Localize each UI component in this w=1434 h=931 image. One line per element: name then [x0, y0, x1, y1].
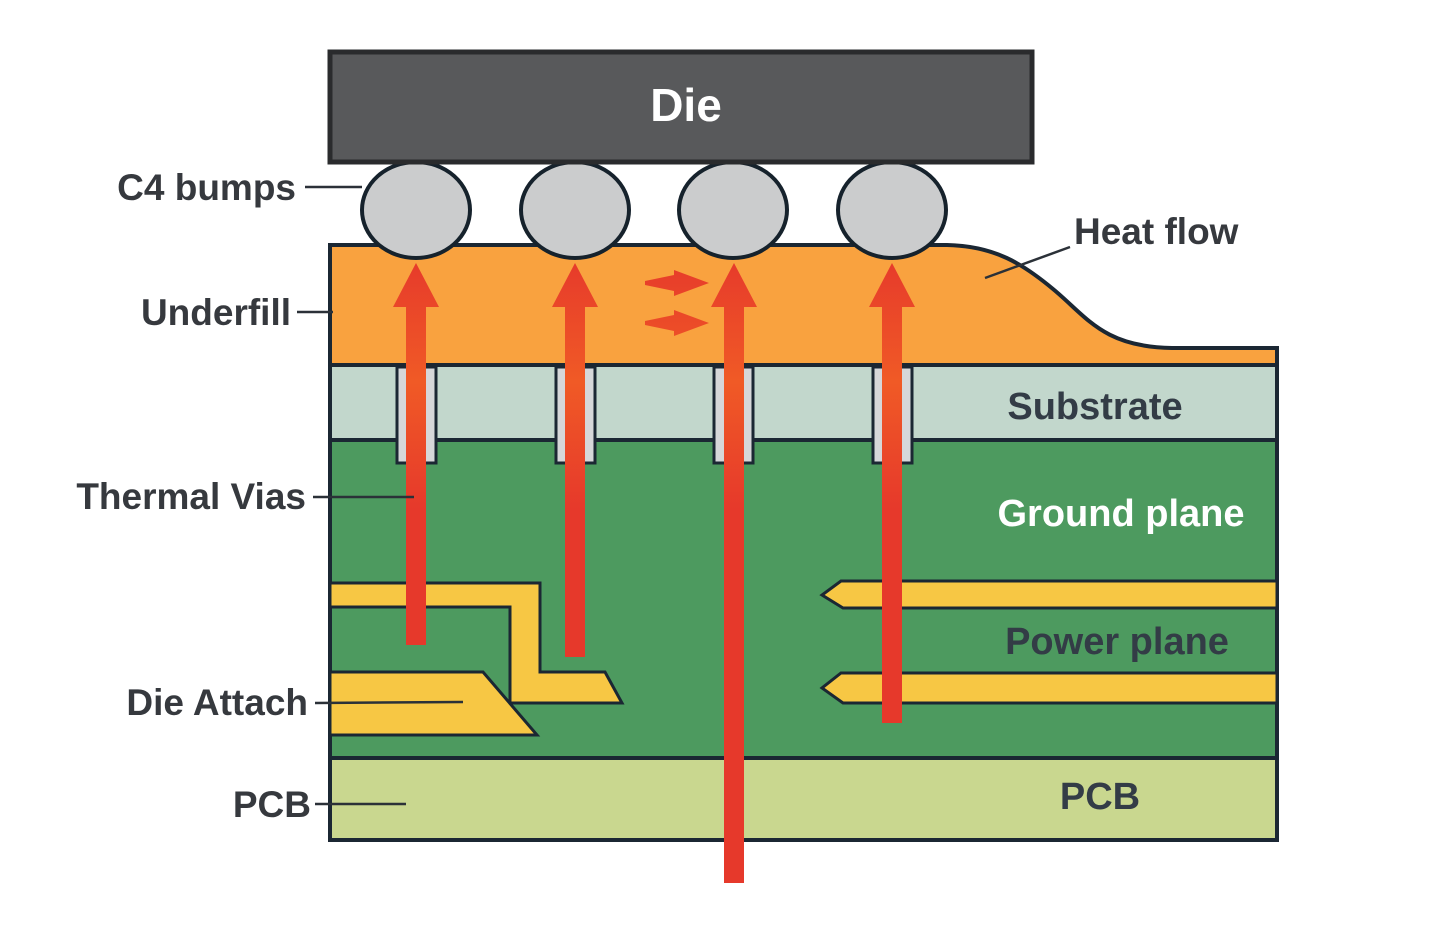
die-attach-label: Die Attach	[126, 682, 308, 723]
c4-bumps-label: C4 bumps	[117, 167, 296, 208]
c4-bump	[677, 160, 789, 260]
heat-flow-arrows	[393, 263, 915, 883]
underfill-label: Underfill	[141, 292, 291, 333]
die-attach-leader-line	[314, 700, 464, 705]
c4-bump	[836, 160, 948, 260]
ground-plane-label: Ground plane	[998, 493, 1245, 535]
heat-arrow-horizontal	[645, 270, 709, 296]
substrate-label: Substrate	[1007, 386, 1182, 428]
heat-flow-label: Heat flow	[1074, 211, 1239, 252]
heat-arrow-vertical	[552, 263, 598, 657]
heat-arrow-horizontal	[645, 310, 709, 336]
die-attach-pad	[328, 670, 541, 737]
c4-bump	[360, 160, 472, 260]
heat-flow-leader-line	[984, 245, 1071, 280]
left-power-trace	[328, 581, 625, 705]
package-cross-section: Die Substrate Ground plane Power plane P…	[76, 49, 1279, 883]
heat-arrow-vertical	[711, 263, 757, 883]
heat-arrow-vertical	[393, 263, 439, 645]
pcb-left-label: PCB	[233, 784, 311, 825]
die-label: Die	[650, 79, 722, 131]
thermal-vias-label: Thermal Vias	[76, 476, 306, 517]
heat-arrow-vertical	[869, 263, 915, 723]
c4-bump	[519, 160, 631, 260]
power-plane-label: Power plane	[1005, 621, 1229, 663]
substrate-layer	[328, 363, 1279, 442]
die-block	[327, 49, 1035, 165]
power-trace-lower	[819, 671, 1279, 705]
power-trace-upper	[819, 579, 1279, 610]
pcb-layer	[328, 756, 1279, 842]
pcb-right-label: PCB	[1060, 776, 1140, 818]
leader-lines	[297, 185, 1071, 806]
